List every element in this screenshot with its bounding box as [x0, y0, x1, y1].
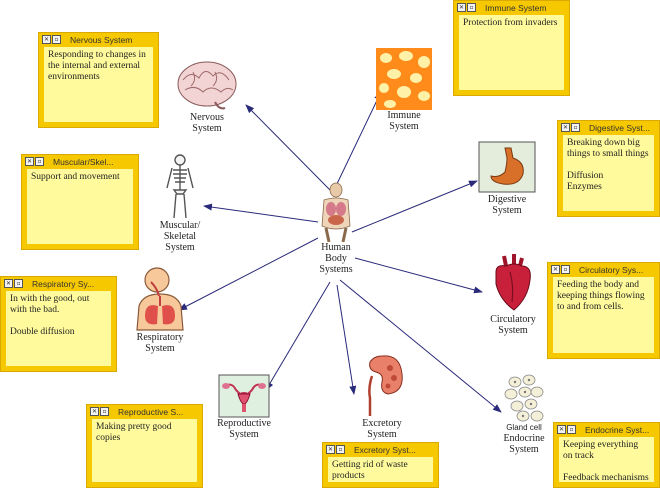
arrow-nervous [245, 104, 331, 191]
gland-cells-icon [504, 374, 544, 422]
arrow-circulatory [354, 257, 483, 294]
note-digestive[interactable]: ✕▫ Digestive Syst... Breaking down big th… [557, 120, 660, 217]
center-label: Human Body Systems [319, 242, 353, 275]
minimize-icon[interactable]: ▫ [52, 35, 61, 44]
node-label: Endocrine System [503, 433, 545, 455]
node-label: Muscular/ Skeletal System [159, 220, 201, 253]
note-excretory[interactable]: ✕▫ Excretory Syst... Getting rid of waste… [322, 442, 439, 488]
arrow-reproductive [265, 281, 331, 391]
close-icon[interactable]: ✕ [326, 445, 335, 454]
arrow-respiratory [178, 237, 319, 311]
close-icon[interactable]: ✕ [557, 425, 566, 434]
uterus-icon [218, 374, 270, 418]
close-icon[interactable]: ✕ [4, 279, 13, 288]
node-immune[interactable]: Immune System [372, 48, 436, 132]
node-muscular[interactable]: Muscular/ Skeletal System [156, 154, 204, 253]
close-icon[interactable]: ✕ [457, 3, 466, 12]
note-text[interactable]: Breaking down big things to small things… [563, 135, 654, 211]
minimize-icon[interactable]: ▫ [35, 157, 44, 166]
minimize-icon[interactable]: ▫ [336, 445, 345, 454]
lungs-icon [136, 267, 184, 331]
node-label: Circulatory System [490, 314, 536, 336]
close-icon[interactable]: ✕ [42, 35, 51, 44]
human-torso-icon [321, 182, 351, 242]
gland-cell-caption: Gland cell [506, 423, 542, 432]
minimize-icon[interactable]: ▫ [14, 279, 23, 288]
arrow-excretory [336, 284, 357, 395]
note-text[interactable]: Keeping everything on track Feedback mec… [559, 437, 654, 482]
note-text[interactable]: Protection from invaders [459, 15, 564, 90]
node-circulatory[interactable]: Circulatory System [482, 252, 544, 336]
note-title: Reproductive S... [118, 406, 184, 417]
node-endocrine[interactable]: Gland cell Endocrine System [494, 374, 554, 455]
note-nervous[interactable]: ✕▫ Nervous System Responding to changes i… [38, 32, 159, 128]
minimize-icon[interactable]: ▫ [567, 425, 576, 434]
note-circulatory[interactable]: ✕▫ Circulatory Sys... Feeding the body an… [547, 262, 660, 359]
minimize-icon[interactable]: ▫ [561, 265, 570, 274]
node-label: Digestive System [487, 194, 527, 216]
node-label: Immune System [387, 110, 421, 132]
close-icon[interactable]: ✕ [90, 407, 99, 416]
skeleton-icon [166, 154, 194, 219]
close-icon[interactable]: ✕ [551, 265, 560, 274]
note-title: Endocrine Syst... [585, 424, 650, 435]
note-text[interactable]: Making pretty good copies [92, 419, 197, 482]
note-title: Immune System [485, 2, 547, 13]
note-title: Respiratory Sy... [32, 278, 95, 289]
arrow-muscular [203, 203, 319, 223]
close-icon[interactable]: ✕ [561, 123, 570, 132]
close-icon[interactable]: ✕ [25, 157, 34, 166]
node-nervous[interactable]: Nervous System [172, 58, 242, 134]
minimize-icon[interactable]: ▫ [100, 407, 109, 416]
brain-icon [177, 61, 237, 110]
note-text[interactable]: Responding to changes in the internal an… [44, 47, 153, 122]
minimize-icon[interactable]: ▫ [571, 123, 580, 132]
node-excretory[interactable]: Excretory System [352, 352, 412, 440]
note-text[interactable]: Support and movement [27, 169, 133, 244]
kidney-icon [368, 355, 403, 416]
note-respiratory[interactable]: ✕▫ Respiratory Sy... In with the good, ou… [0, 276, 117, 372]
node-label: Excretory System [362, 418, 402, 440]
note-title: Digestive Syst... [589, 122, 650, 133]
note-endocrine[interactable]: ✕▫ Endocrine Syst... Keeping everything o… [553, 422, 660, 488]
note-muscular[interactable]: ✕▫ Muscular/Skel... Support and movement [21, 154, 139, 250]
note-text[interactable]: Feeding the body and keeping things flow… [553, 277, 654, 353]
note-title: Circulatory Sys... [579, 264, 644, 275]
node-respiratory[interactable]: Respiratory System [130, 266, 190, 354]
note-text[interactable]: Getting rid of waste products [328, 457, 433, 482]
node-digestive[interactable]: Digestive System [474, 140, 540, 216]
note-text[interactable]: In with the good, out with the bad. Doub… [6, 291, 111, 366]
arrow-immune [334, 91, 382, 189]
arrow-digestive [351, 180, 478, 233]
node-label: Respiratory System [136, 332, 184, 354]
arrow-endocrine [339, 279, 502, 413]
node-label: Reproductive System [217, 418, 271, 440]
note-reproductive[interactable]: ✕▫ Reproductive S... Making pretty good c… [86, 404, 203, 488]
stomach-icon [478, 141, 536, 193]
note-title: Muscular/Skel... [53, 156, 114, 167]
minimize-icon[interactable]: ▫ [467, 3, 476, 12]
note-title: Excretory Syst... [354, 444, 416, 455]
node-label: Nervous System [190, 112, 224, 134]
note-immune[interactable]: ✕▫ Immune System Protection from invaders [453, 0, 570, 96]
note-title: Nervous System [70, 34, 133, 45]
node-reproductive[interactable]: Reproductive System [210, 374, 278, 440]
immune-cells-icon [376, 48, 432, 110]
heart-icon [495, 254, 531, 311]
center-node-human-body[interactable]: Human Body Systems [312, 182, 360, 275]
